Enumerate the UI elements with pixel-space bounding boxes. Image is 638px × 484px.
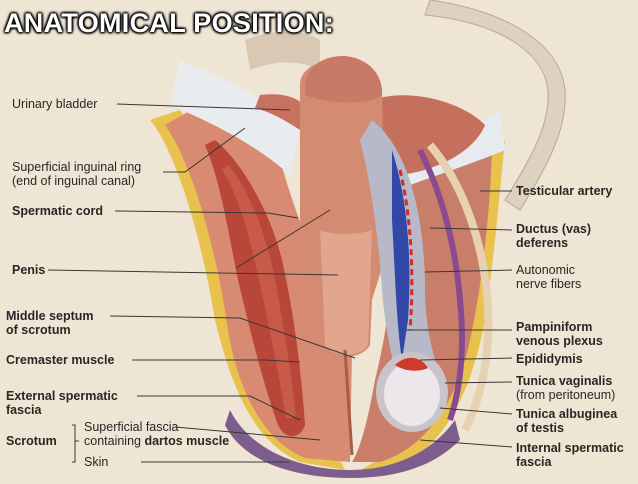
label-pampiniform: Pampiniform <box>516 320 593 334</box>
label-tunica-vaginalis: Tunica vaginalis <box>516 374 613 388</box>
right-fascia-band <box>426 142 493 432</box>
leader-inguinal-ring <box>163 127 246 173</box>
label-middle-septum: Middle septum <box>6 309 94 323</box>
outer-membrane-left <box>245 31 320 70</box>
leader-cremaster <box>132 359 301 363</box>
ductus-deferens-line <box>417 148 465 421</box>
page-title: ANATOMICAL POSITION: <box>4 8 334 38</box>
leader-penis-cord <box>235 209 331 269</box>
epididymis-shape <box>395 357 428 371</box>
label-tunica-albuginea: Tunica albuginea <box>516 407 618 421</box>
label-venous-plexus: venous plexus <box>516 334 603 348</box>
leader-tunica-albuginea <box>439 407 513 415</box>
leader-epididymis <box>419 357 513 361</box>
urinary-bladder <box>379 95 485 175</box>
leader-spermatic-cord-2 <box>267 212 299 219</box>
label-testicular-artery: Testicular artery <box>516 184 613 198</box>
label-skin: Skin <box>84 455 109 469</box>
outer-membrane-right <box>424 0 566 211</box>
label-inguinal-canal-note: (end of inguinal canal) <box>12 174 135 188</box>
membrane-left <box>170 60 300 175</box>
leader-ductus-deferens <box>429 227 513 231</box>
testis <box>384 362 440 426</box>
left-cord-inner <box>222 165 296 418</box>
leader-external-fascia <box>137 395 301 421</box>
bladder-left-part <box>255 94 308 130</box>
label-nerve-fibers: nerve fibers <box>516 277 582 291</box>
label-cremaster-muscle: Cremaster muscle <box>6 353 115 367</box>
label-from-peritoneum: (from peritoneum) <box>516 388 616 402</box>
middle-septum <box>343 349 354 456</box>
leader-superficial-fascia <box>174 426 321 441</box>
label-external-spermatic-fascia: External spermatic <box>6 389 118 403</box>
label-internal-spermatic: Internal spermatic <box>516 441 624 455</box>
label-containing: containing <box>84 434 145 448</box>
scrotum-skin-edge <box>225 410 460 478</box>
label-superficial-fascia: Superficial fascia <box>84 420 179 434</box>
leader-autonomic <box>424 269 513 273</box>
label-middle-septum-2: of scrotum <box>6 323 71 337</box>
pampiniform-plexus <box>392 150 410 360</box>
label-internal-spermatic-fascia: fascia <box>516 455 552 469</box>
label-ductus-deferens-2: deferens <box>516 236 569 250</box>
label-dartos-muscle: dartos muscle <box>144 434 230 448</box>
leader-tunica-vaginalis <box>444 381 513 384</box>
label-superficial-fascia-2: containing dartos muscle <box>84 434 229 448</box>
label-scrotum: Scrotum <box>6 434 57 448</box>
leader-middle-septum <box>109 315 356 359</box>
label-penis: Penis <box>12 263 46 277</box>
label-external-spermatic-fascia-2: fascia <box>6 403 42 417</box>
left-fat-layer <box>150 110 345 470</box>
penis-glans <box>305 55 383 103</box>
leader-urinary-bladder <box>116 103 291 111</box>
scrotum-bracket <box>72 424 76 463</box>
leader-internal-fascia <box>419 439 513 448</box>
label-superficial-inguinal-ring: Superficial inguinal ring <box>12 160 142 174</box>
label-urinary-bladder: Urinary bladder <box>12 97 98 111</box>
label-spermatic-cord: Spermatic cord <box>12 204 104 218</box>
leader-penis <box>47 269 339 276</box>
leader-spermatic-cord-1 <box>114 210 269 214</box>
penis-lower <box>320 230 372 355</box>
label-epididymis: Epididymis <box>516 352 583 366</box>
testicular-artery-line <box>398 169 414 331</box>
leader-lines <box>47 103 513 463</box>
label-of-testis: of testis <box>516 421 564 435</box>
label-autonomic: Autonomic <box>516 263 576 277</box>
label-ductus-deferens: Ductus (vas) <box>516 222 592 236</box>
